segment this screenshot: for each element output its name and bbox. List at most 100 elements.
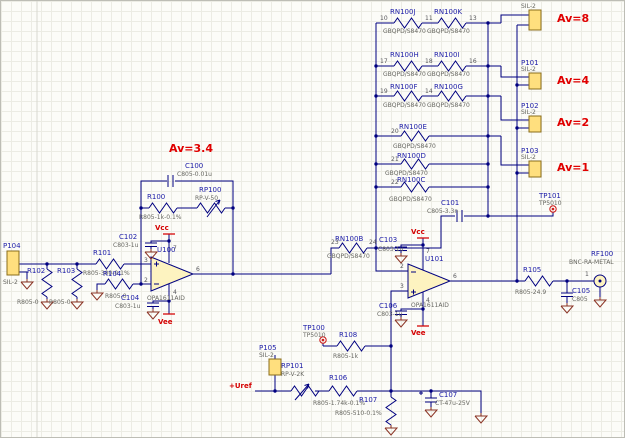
pin-11: 11 [425, 15, 433, 22]
rn100j-value: GBQPD/S8470 [383, 28, 426, 35]
rn100e-ref: RN100E [399, 123, 427, 131]
u100-pin-4: 4 [173, 289, 177, 296]
r106-value: R805-1.74k-0.1% [313, 400, 365, 407]
r104-resistor-symbol[interactable] [104, 278, 134, 290]
r101-resistor-symbol[interactable] [95, 258, 125, 270]
r100-resistor-symbol[interactable] [148, 202, 178, 214]
pin-18: 18 [425, 58, 433, 65]
r104-ref: R104 [103, 270, 122, 278]
rn100f-value: GBQPD/S8470 [383, 102, 426, 109]
rp101-ref: RP101 [281, 362, 303, 370]
rp100-value: RP-V-50 [195, 195, 218, 202]
pin-24: 24 [369, 239, 377, 246]
p103-ref: P103 [521, 147, 539, 155]
pin-13: 13 [469, 15, 477, 22]
p105-value: SIL-2 [259, 352, 274, 359]
p103-value: SIL-2 [521, 154, 536, 161]
r106-resistor-symbol[interactable] [328, 385, 358, 397]
pin-17: 17 [380, 58, 388, 65]
rn100c-value: GBQPD/S8470 [389, 196, 432, 203]
rn100h-resistor-symbol[interactable] [393, 60, 423, 72]
r107-resistor-symbol[interactable] [385, 396, 397, 426]
rn100d-ref: RN100D [397, 152, 426, 160]
tp100-value: TP5010 [302, 332, 326, 339]
wires [19, 14, 601, 413]
rn100j-resistor-symbol[interactable] [393, 17, 423, 29]
r101-value: R805-300-0.1% [83, 270, 130, 277]
rn100g-resistor-symbol[interactable] [437, 90, 467, 102]
c102-capacitor-symbol[interactable] [144, 242, 158, 247]
p105-ref: P105 [259, 344, 277, 352]
c105-ref: C105 [572, 287, 590, 295]
rn100b-resistor-symbol[interactable] [338, 242, 368, 254]
rn100e-resistor-symbol[interactable] [400, 130, 430, 142]
rf100-pin-1: 1 [585, 271, 589, 278]
r108-ref: R108 [339, 331, 357, 339]
p101-connector-symbol[interactable] [528, 72, 542, 90]
p102-connector-symbol[interactable] [528, 115, 542, 133]
rn100d-value: GBQPD/S8470 [385, 170, 428, 177]
rf100-bnc-symbol[interactable] [593, 274, 607, 288]
gnd-icon [560, 302, 574, 314]
gnd-icon [384, 424, 398, 436]
junction-dots [45, 21, 569, 393]
rn100k-ref: RN100K [434, 8, 462, 16]
c100-ref: C100 [185, 162, 203, 170]
u101-pin-6: 6 [453, 273, 457, 280]
rn100f-resistor-symbol[interactable] [393, 90, 423, 102]
p102-ref: P102 [521, 102, 539, 110]
r105-ref: R105 [523, 266, 541, 274]
av4-annotation: Av=4 [557, 74, 590, 87]
p102-value: SIL-2 [521, 109, 536, 116]
u101-opamp-symbol[interactable] [407, 263, 452, 299]
rn100c-ref: RN100C [397, 176, 425, 184]
r105-value: R805-24.9 [515, 289, 546, 296]
tp101-value: TP5010 [538, 200, 562, 207]
rn100i-value: GBQPD/S8470 [427, 71, 470, 78]
rf100-ref: RF100 [591, 250, 613, 258]
r105-resistor-symbol[interactable] [524, 275, 554, 287]
c104-capacitor-symbol[interactable] [146, 302, 160, 307]
av2-annotation: Av=2 [557, 116, 589, 129]
rp101-pot-symbol[interactable] [290, 385, 320, 397]
u101-vcc-label: Vcc [411, 228, 425, 236]
tp100-testpoint-symbol[interactable] [319, 336, 327, 344]
c103-ref: C103 [379, 236, 397, 244]
c102-ref: C102 [119, 233, 137, 241]
av8-annotation: Av=8 [557, 12, 589, 25]
r108-resistor-symbol[interactable] [336, 340, 366, 352]
c100-capacitor-symbol[interactable] [167, 174, 174, 188]
tp101-testpoint-symbol[interactable] [549, 205, 557, 213]
gnd-icon [394, 252, 408, 264]
gnd-icon [20, 278, 34, 290]
p105-connector-symbol[interactable] [268, 358, 282, 376]
tp101-ref: TP101 [538, 192, 561, 200]
u100-pin-7: 7 [173, 245, 177, 252]
c101-value: C805-3.3n [427, 208, 458, 215]
p104-connector-symbol[interactable] [6, 250, 20, 276]
u100-pin-2: 2 [144, 277, 148, 284]
rf100-value: BNC-RA-METAL [569, 259, 614, 266]
p104-value: SIL-2 [3, 279, 18, 286]
pin-22: 22 [391, 179, 399, 186]
rn100i-ref: RN100I [434, 51, 460, 59]
u101-pin-7: 7 [426, 248, 430, 255]
rn100k-resistor-symbol[interactable] [437, 17, 467, 29]
r107-value: R805-510-0.1% [335, 410, 382, 417]
r107-ref: R107 [359, 396, 377, 404]
power-rail-bars-icon [163, 233, 429, 327]
c107-capacitor-symbol[interactable] [419, 391, 437, 403]
r103-value: R805-0 [49, 299, 71, 306]
rn100i-resistor-symbol[interactable] [437, 60, 467, 72]
p101-value: SIL-2 [521, 66, 536, 73]
rn100d-resistor-symbol[interactable] [400, 158, 430, 170]
gnd-icon [394, 316, 408, 328]
rn100b-value: GBQPD/S8470 [327, 253, 370, 260]
r108-value: R805-1k [333, 353, 359, 360]
u100-opamp-symbol[interactable] [150, 256, 195, 292]
p100-connector-symbol[interactable] [528, 9, 542, 31]
p103-connector-symbol[interactable] [528, 160, 542, 178]
u101-pin-3: 3 [400, 283, 404, 290]
r101-ref: R101 [93, 249, 111, 257]
